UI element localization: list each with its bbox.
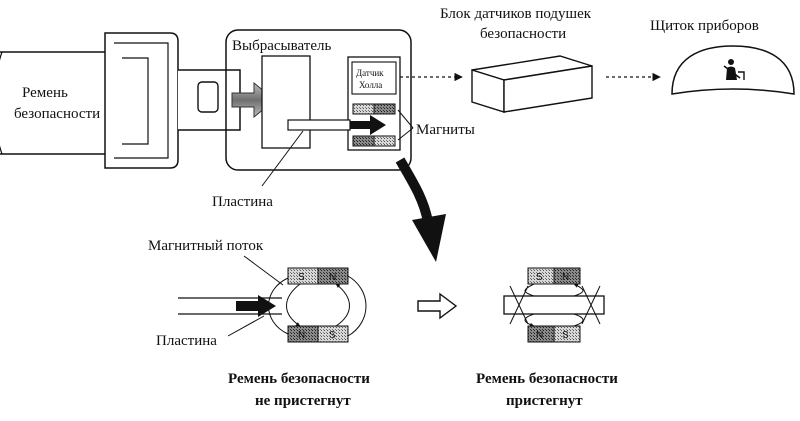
plate-bottom-label: Пластина <box>156 333 217 349</box>
hall-label-line1: Датчик <box>356 68 384 78</box>
state-arrow <box>417 292 458 320</box>
magnet-pole-n: N <box>329 272 336 283</box>
magnets-label: Магниты <box>416 122 475 138</box>
buckle-housing <box>225 29 412 171</box>
magnet-pole-n: N <box>298 330 305 341</box>
plate-top-label: Пластина <box>212 194 273 210</box>
flux-label: Магнитный поток <box>148 238 264 254</box>
ejector-label: Выбрасыватель <box>232 38 331 54</box>
magnet-pole-s: S <box>298 272 305 283</box>
hall-label-line2: Холла <box>359 80 382 90</box>
hall-sensor <box>351 61 397 95</box>
belt-label-line2: безопасности <box>14 106 100 122</box>
airbag-label-line2: безопасности <box>480 26 566 42</box>
seatbelt-warning-icon <box>723 59 745 80</box>
plate-arrow <box>350 115 386 135</box>
magnet-pole-s: S <box>536 272 543 283</box>
flux-line-right <box>335 283 350 327</box>
unbuckled-magnet-pair: S N N S <box>268 267 367 343</box>
transition-arrow <box>395 157 446 262</box>
bottom-plate-arrow <box>236 295 276 317</box>
airbag-label-line1: Блок датчиков подушек <box>440 6 592 22</box>
tongue-slot <box>197 81 219 113</box>
buckled-caption-line2: пристегнут <box>506 393 583 409</box>
buckled-magnet-pair: S N N S <box>503 267 605 343</box>
buckle-tongue <box>104 32 241 169</box>
top-plate <box>287 119 351 131</box>
magnet-pole-s: S <box>329 330 336 341</box>
flux-line-left <box>286 283 301 327</box>
unbuckled-caption-line2: не пристегнут <box>255 393 351 409</box>
ejector-block <box>261 55 311 149</box>
airbag-sensor-unit <box>471 55 593 113</box>
dashboard-label: Щиток приборов <box>650 18 759 34</box>
belt-label-line1: Ремень <box>22 85 68 101</box>
magnet-pole-n: N <box>562 272 569 283</box>
unbuckled-caption-line1: Ремень безопасности <box>228 371 370 387</box>
magnet-pole-n: N <box>536 330 543 341</box>
magnet-pole-s: S <box>562 330 569 341</box>
blocking-plate <box>503 295 605 315</box>
buckled-caption-line1: Ремень безопасности <box>476 371 618 387</box>
seatbelt-webbing <box>0 51 119 155</box>
flux-outer-right <box>347 275 367 337</box>
